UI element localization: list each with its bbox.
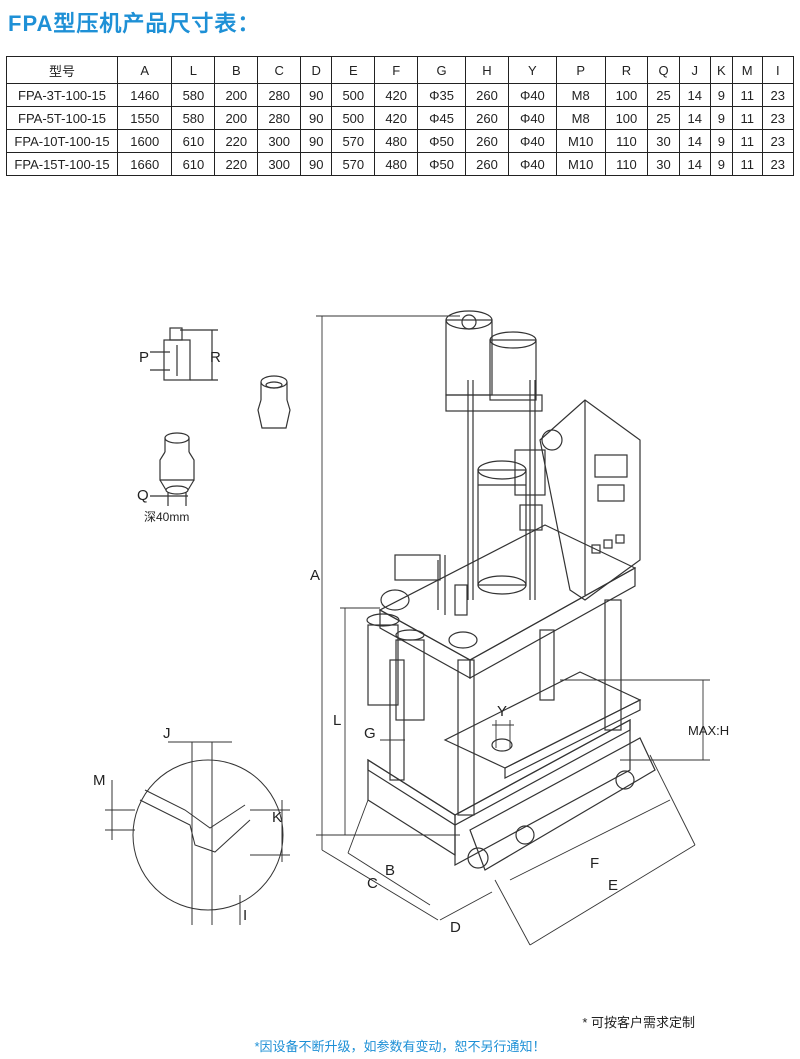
header-e: E <box>331 56 376 84</box>
table-cell: 25 <box>647 106 680 130</box>
table-cell: 90 <box>300 83 333 107</box>
press-body <box>366 310 656 871</box>
header-d: D <box>300 56 333 84</box>
table-cell: 100 <box>604 106 649 130</box>
label-Y: Y <box>497 703 507 720</box>
table-cell: 90 <box>300 152 333 176</box>
label-max-h: MAX:H <box>688 723 729 738</box>
label-G: G <box>364 725 376 742</box>
table-cell: 260 <box>465 152 509 176</box>
table-cell: Φ35 <box>417 83 467 107</box>
table-cell: 580 <box>171 83 216 107</box>
table-cell: M10 <box>555 129 606 153</box>
table-cell: 9 <box>709 152 733 176</box>
label-M: M <box>93 772 106 789</box>
table-cell: 30 <box>647 129 680 153</box>
label-A: A <box>310 567 320 584</box>
table-cell: 14 <box>678 129 711 153</box>
table-cell: 100 <box>604 83 649 107</box>
cell-model: FPA-5T-100-15 <box>6 106 118 130</box>
label-D: D <box>450 919 461 936</box>
table-cell: 570 <box>331 129 376 153</box>
label-P: P <box>139 349 149 366</box>
page-title: FPA型压机产品尺寸表： <box>8 11 261 36</box>
table-cell: 420 <box>374 106 419 130</box>
table-cell: 14 <box>678 83 711 107</box>
table-cell: 1660 <box>116 152 173 176</box>
header-m: M <box>731 56 763 84</box>
label-C: C <box>367 875 378 892</box>
table-cell: 1460 <box>116 83 173 107</box>
table-cell: 570 <box>331 152 376 176</box>
label-E: E <box>608 877 618 894</box>
label-depth: 深40mm <box>144 510 189 524</box>
table-cell: 25 <box>647 83 680 107</box>
table-cell: Φ50 <box>417 152 467 176</box>
table-cell: 200 <box>214 106 259 130</box>
table-cell: 11 <box>731 152 763 176</box>
table-cell: 14 <box>678 106 711 130</box>
table-cell: 300 <box>257 152 302 176</box>
header-y: Y <box>507 56 557 84</box>
footer-disclaimer: *因设备不断升级，如参数有变动，恕不另行通知！ <box>254 1039 546 1054</box>
table-cell: 23 <box>761 152 795 176</box>
table-cell: 90 <box>300 129 333 153</box>
table-cell: Φ45 <box>417 106 467 130</box>
connector-part-1 <box>150 327 218 381</box>
header-g: G <box>417 56 467 84</box>
table-cell: 11 <box>731 106 763 130</box>
table-cell: 11 <box>731 83 763 107</box>
label-J: J <box>163 725 171 742</box>
table-cell: 500 <box>331 106 376 130</box>
header-b: B <box>214 56 259 84</box>
connector-part-3 <box>150 432 195 506</box>
table-cell: 30 <box>647 152 680 176</box>
label-I: I <box>243 907 247 924</box>
table-cell: 480 <box>374 152 419 176</box>
label-Q: Q <box>137 487 149 504</box>
table-cell: 200 <box>214 83 259 107</box>
connector-part-2 <box>257 375 291 429</box>
table-cell: Φ40 <box>507 152 557 176</box>
header-k: K <box>709 56 733 84</box>
table-cell: 610 <box>171 152 216 176</box>
table-cell: 420 <box>374 83 419 107</box>
label-L: L <box>333 712 341 729</box>
table-cell: 1550 <box>116 106 173 130</box>
table-cell: 23 <box>761 106 795 130</box>
header-l: L <box>171 56 216 84</box>
table-cell: 14 <box>678 152 711 176</box>
table-cell: M8 <box>555 106 606 130</box>
header-model: 型号 <box>6 56 118 84</box>
table-cell: 480 <box>374 129 419 153</box>
dimension-labels: A L G Y B C D F E P R Q 深40mm J M K I MA… <box>93 349 729 936</box>
label-B: B <box>385 862 395 879</box>
label-K: K <box>272 809 282 826</box>
table-cell: 110 <box>604 129 649 153</box>
label-F: F <box>590 855 599 872</box>
table-cell: 23 <box>761 83 795 107</box>
cell-model: FPA-15T-100-15 <box>6 152 118 176</box>
header-j: J <box>678 56 711 84</box>
table-cell: 23 <box>761 129 795 153</box>
t-slot-detail <box>105 741 290 925</box>
dimension-lines <box>316 315 710 946</box>
table-cell: M10 <box>555 152 606 176</box>
table-cell: 110 <box>604 152 649 176</box>
cell-model: FPA-10T-100-15 <box>6 129 118 153</box>
label-R: R <box>210 349 221 366</box>
header-c: C <box>257 56 302 84</box>
customization-note: * 可按客户需求定制 <box>582 1015 695 1030</box>
table-cell: 220 <box>214 152 259 176</box>
